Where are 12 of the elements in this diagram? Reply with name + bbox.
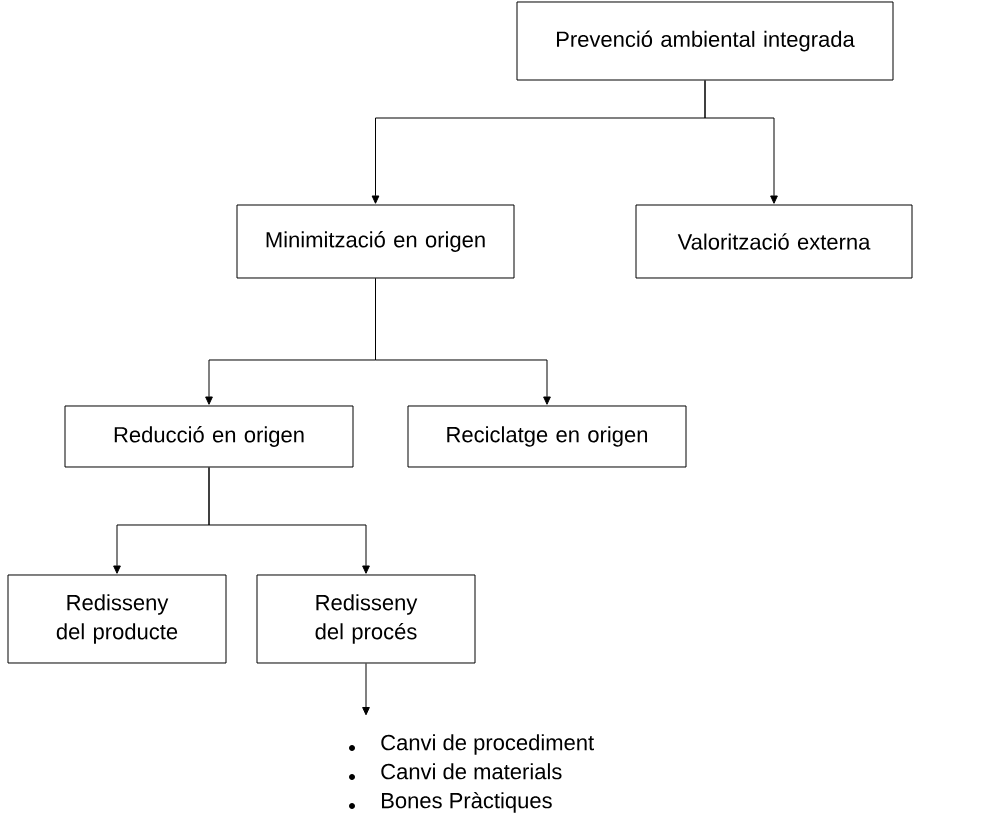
process-box: Redisseny del procés (256, 574, 476, 664)
process-box: Valorització externa (635, 204, 913, 279)
process-box: Reducció en origen (64, 405, 354, 468)
arrow (375, 278, 551, 405)
arrow (208, 467, 370, 574)
process-box: Redisseny del producte (7, 574, 227, 664)
process-box: Reciclatge en origen (407, 405, 687, 468)
process-box: Minimització en origen (236, 204, 515, 279)
arrow (362, 663, 370, 716)
arrow (704, 80, 778, 204)
bullet-list: Canvi de procediment Canvi de materials Bones Pràctiques (381, 734, 594, 813)
process-box: Prevenció ambiental integrada (516, 1, 894, 81)
